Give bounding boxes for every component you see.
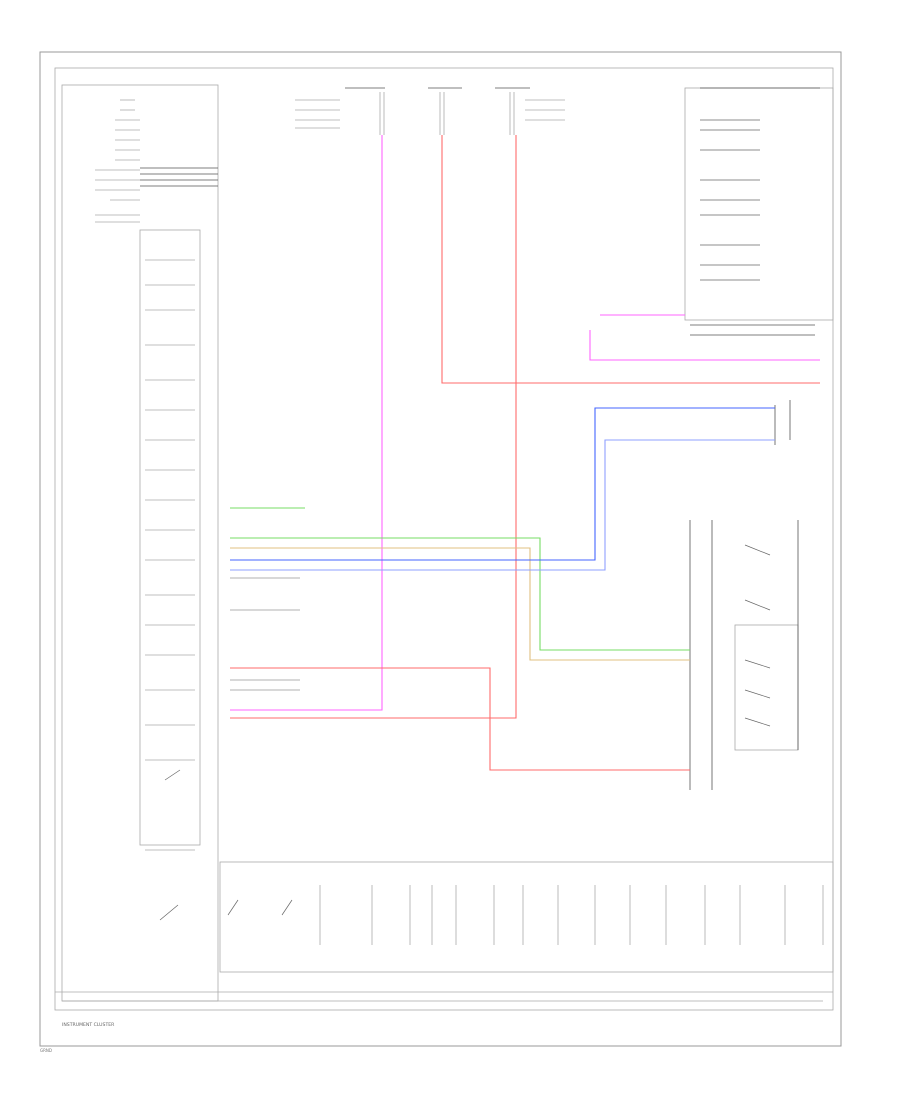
cluster-footer-label: INSTRUMENT CLUSTER	[62, 1022, 115, 1028]
wire-red	[230, 135, 820, 771]
inner-frame	[54, 67, 834, 1011]
fuse-block-3	[495, 87, 565, 135]
right-lower-frame	[219, 861, 834, 973]
bottom-lamp-row	[227, 885, 824, 945]
selector-switch-box	[689, 520, 799, 790]
control-module-box	[684, 87, 834, 336]
wire-blue	[230, 407, 775, 561]
fuse-block-1	[295, 87, 385, 135]
cluster-pin-marks	[95, 99, 218, 223]
wire-lightblue	[230, 439, 775, 571]
wire-pink	[230, 135, 820, 711]
fuse-block-2	[428, 87, 462, 135]
wire-tan	[230, 547, 690, 661]
brake-switch-module	[774, 400, 791, 445]
ground-bus	[55, 991, 833, 1002]
corner-footer-label: GRND	[40, 1048, 52, 1053]
cluster-indicator-stack	[139, 229, 201, 921]
wire-green	[230, 507, 690, 651]
outer-frame	[39, 51, 842, 1047]
wire-gray-stubs	[230, 577, 300, 691]
